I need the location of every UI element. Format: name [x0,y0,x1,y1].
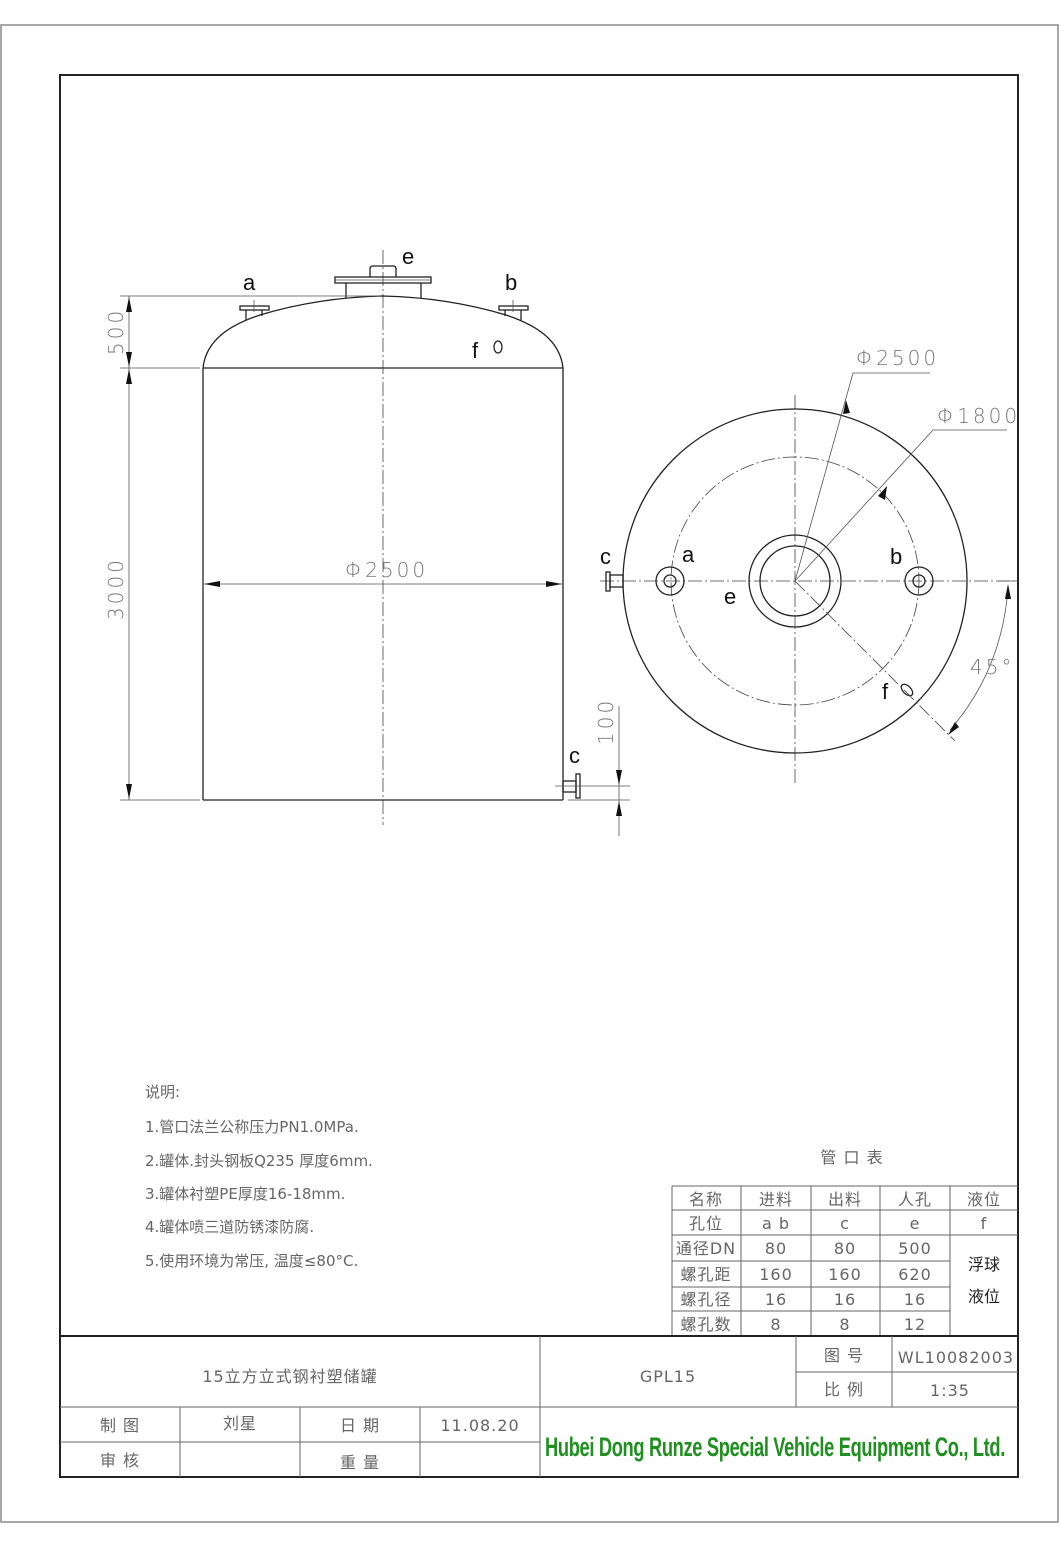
note-3: 3.罐体衬塑PE厚度16-18mm. [145,1185,345,1203]
drawn-by-label: 制 图 [100,1416,140,1435]
note-4: 4.罐体喷三道防锈漆防腐. [145,1218,314,1236]
cell: c [840,1214,850,1233]
tag-c: c [569,743,580,768]
level-port-f-plan [900,683,914,697]
notes: 说明: 1.管口法兰公称压力PN1.0MPa. 2.罐体.封头钢板Q235 厚度… [145,1083,373,1270]
tag-e: e [402,244,414,269]
cell: 620 [898,1265,932,1284]
scale-label: 比 例 [824,1380,864,1399]
note-1: 1.管口法兰公称压力PN1.0MPa. [145,1118,359,1136]
tag-e-plan: e [724,584,736,609]
tag-c-plan: c [600,544,611,569]
dim-outlet-offset: 100 [594,698,618,745]
drawing-name: 15立方立式钢衬塑储罐 [202,1367,377,1386]
company-name: Hubei Dong Runze Special Vehicle Equipme… [545,1432,1005,1462]
inner-border [59,74,1019,1478]
dim-head-height: 500 [104,308,128,355]
nozzle-b [498,300,529,320]
merged-cell-line2: 液位 [968,1287,1000,1306]
drawing-no: WL10082003 [898,1348,1014,1367]
drawing-no-label: 图 号 [824,1346,864,1365]
cell: f [981,1214,988,1233]
weight-label: 重 量 [340,1453,380,1472]
nozzle-a-plan [655,566,685,596]
plan-view: Φ2500 Φ1800 45° c a e b f [600,346,1020,785]
cell: 500 [898,1239,932,1258]
date-value: 11.08.20 [440,1416,519,1435]
cell: 螺孔数 [680,1315,731,1334]
cell: 孔位 [689,1214,723,1233]
cell: e [910,1214,921,1233]
note-5: 5.使用环境为常压, 温度≤80°C. [145,1252,358,1270]
note-2: 2.罐体.封头钢板Q235 厚度6mm. [145,1152,373,1170]
dim-angle: 45° [970,655,1014,679]
th-inlet: 进料 [759,1190,793,1209]
drawn-by: 刘星 [223,1414,257,1433]
nozzle-table: 管 口 表 名称 进料 出料 人孔 液位 孔位 a b c e f 通径DN 8… [671,1148,1018,1336]
cell: 8 [839,1315,850,1334]
nozzle-b-plan [904,566,934,596]
cell: 螺孔距 [680,1265,731,1284]
checked-by-label: 审 核 [100,1451,140,1470]
tag-b-plan: b [890,544,902,569]
manhole-e [334,265,432,298]
date-label: 日 期 [340,1416,380,1435]
cell: 80 [765,1239,787,1258]
model-number: GPL15 [640,1367,696,1386]
th-outlet: 出料 [828,1190,862,1209]
cell: 8 [770,1315,781,1334]
manhole-inner [759,545,831,617]
elevation-view: a e b f c 500 3000 Φ2500 100 [104,244,630,836]
th-level: 液位 [967,1190,1001,1209]
cell: 通径DN [676,1239,736,1258]
cell: 16 [765,1290,787,1309]
bolt-circle [670,456,920,706]
merged-cell-line1: 浮球 [968,1255,1000,1274]
tag-a-plan: a [682,542,695,567]
outer-border [0,24,1059,1523]
cell: 16 [834,1290,856,1309]
dim-bolt-circle: Φ1800 [937,404,1020,428]
nozzle-table-title: 管 口 表 [820,1148,883,1167]
title-block: 15立方立式钢衬塑储罐 GPL15 图 号 WL10082003 比 例 1:3… [60,1335,1018,1477]
cell: 12 [904,1315,926,1334]
cell: 16 [904,1290,926,1309]
dim-body-height: 3000 [104,557,128,620]
dished-head [202,295,564,369]
level-port-f [493,340,503,354]
manhole-outer [748,534,842,628]
cell: 80 [834,1239,856,1258]
cell: 螺孔径 [680,1290,731,1309]
notes-title: 说明: [145,1083,180,1101]
dim-diameter: Φ2500 [345,558,428,582]
tag-a: a [243,270,256,295]
tag-b: b [505,270,517,295]
th-name: 名称 [689,1190,723,1209]
tag-f-plan: f [882,679,889,704]
nozzle-a [239,300,270,320]
cell: 160 [828,1265,862,1284]
cell: 160 [759,1265,793,1284]
tag-f: f [472,338,479,363]
th-manhole: 人孔 [898,1190,932,1209]
scale-value: 1:35 [930,1381,970,1400]
cell: a b [762,1214,790,1233]
dim-plan-diameter: Φ2500 [856,346,939,370]
